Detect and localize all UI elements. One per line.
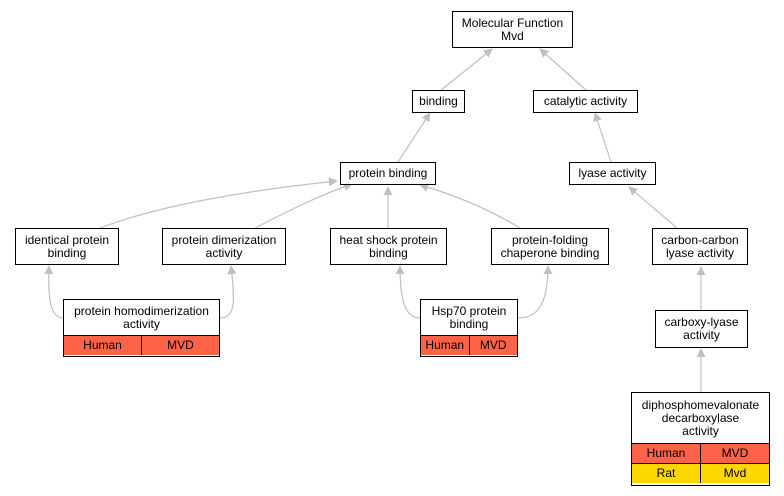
node-identical-protein-binding[interactable]: identical protein binding: [15, 228, 119, 265]
node-folding-line2: chaperone binding: [500, 245, 600, 260]
edge-homodimer-identical: [44, 265, 65, 319]
node-lyase-activity[interactable]: lyase activity: [569, 162, 656, 185]
node-dimerization-line1: protein dimerization: [171, 232, 277, 247]
node-folding-line1: protein-folding: [511, 232, 589, 247]
homodimer-annotation-row: Human MVD: [64, 335, 219, 355]
node-dimerization-line2: activity: [205, 245, 243, 260]
node-diphospho-line1: diphosphomevalonate: [641, 397, 760, 412]
hsp70-gene-cell: MVD: [468, 336, 517, 355]
node-homodimer-line1: protein homodimerization: [74, 303, 209, 318]
edge-cc-lyase-lyase: [628, 186, 678, 229]
diphospho-rat-row: Rat Mvd: [632, 463, 769, 483]
edge-hsp70-folding: [517, 265, 553, 319]
node-carbon-carbon-lyase-activity[interactable]: carbon-carbon lyase activity: [652, 228, 748, 265]
diphospho-rat-gene-cell: Mvd: [700, 464, 769, 483]
node-heat-shock-protein-binding[interactable]: heat shock protein binding: [330, 228, 447, 265]
diphospho-human-row: Human MVD: [632, 443, 769, 463]
node-carboxy-line2: activity: [683, 328, 720, 342]
node-hsp70-protein-binding[interactable]: Hsp70 protein binding Human MVD: [420, 299, 518, 357]
node-diphospho-line3: activity: [682, 423, 719, 438]
edge-folding-protein-binding: [419, 182, 521, 229]
node-identical-line1: identical protein: [24, 232, 110, 247]
node-molecular-function-line2: Mvd: [501, 28, 524, 43]
edge-dimerization-protein-binding: [254, 182, 353, 229]
node-cc-lyase-line2: lyase activity: [665, 245, 735, 260]
node-molecular-function[interactable]: Molecular Function Mvd: [452, 11, 573, 48]
node-protein-folding-chaperone-binding[interactable]: protein-folding chaperone binding: [491, 228, 609, 265]
node-catalytic-activity-label: catalytic activity: [543, 94, 628, 108]
homodimer-species-cell: Human: [64, 336, 141, 355]
node-hsp70-line2: binding: [449, 316, 489, 331]
node-carboxy-line1: carboxy-lyase: [664, 315, 739, 329]
node-protein-dimerization-activity[interactable]: protein dimerization activity: [162, 228, 286, 265]
node-heat-shock-line2: binding: [369, 245, 408, 260]
node-catalytic-activity[interactable]: catalytic activity: [533, 90, 638, 113]
node-protein-binding[interactable]: protein binding: [340, 162, 436, 185]
diphospho-rat-species-cell: Rat: [632, 464, 700, 483]
diphospho-human-species-cell: Human: [632, 444, 700, 463]
node-protein-homodimerization-activity[interactable]: protein homodimerization activity Human …: [63, 299, 220, 357]
edge-identical-protein-binding: [99, 177, 338, 229]
hsp70-annotation-row: Human MVD: [421, 335, 517, 355]
node-molecular-function-line1: Molecular Function: [461, 15, 564, 30]
node-heat-shock-line1: heat shock protein: [339, 232, 438, 247]
edge-catalytic-root: [539, 48, 588, 92]
node-carboxy-lyase-activity[interactable]: carboxy-lyase activity: [655, 310, 748, 348]
node-identical-line2: binding: [47, 245, 87, 260]
edge-protein-binding-binding: [397, 112, 431, 163]
diphospho-human-gene-cell: MVD: [700, 444, 769, 463]
node-protein-binding-label: protein binding: [348, 166, 428, 180]
node-cc-lyase-line1: carbon-carbon: [661, 232, 739, 247]
edge-homodimer-dimerization: [219, 265, 237, 319]
homodimer-gene-cell: MVD: [141, 336, 219, 355]
node-diphospho-line2: decarboxylase: [661, 410, 740, 425]
node-diphosphomevalonate-decarboxylase-activity[interactable]: diphosphomevalonate decarboxylase activi…: [631, 392, 770, 486]
node-binding[interactable]: binding: [412, 90, 465, 113]
edge-lyase-catalytic: [593, 112, 612, 163]
node-lyase-activity-label: lyase activity: [578, 166, 647, 180]
node-hsp70-line1: Hsp70 protein: [431, 303, 507, 318]
hsp70-species-cell: Human: [421, 336, 469, 355]
edge-hsp70-heat-shock: [395, 265, 421, 319]
node-binding-label: binding: [419, 94, 458, 108]
edge-binding-root: [439, 48, 493, 92]
node-homodimer-line2: activity: [123, 316, 160, 331]
